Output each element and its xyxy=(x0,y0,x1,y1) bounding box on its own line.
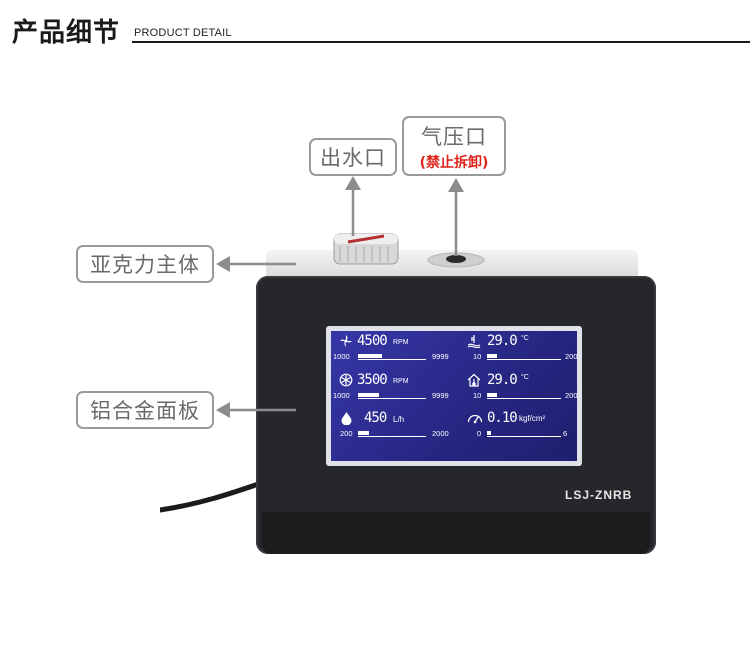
fan-speed-value: 4500 xyxy=(357,333,388,349)
fan-icon xyxy=(340,335,352,347)
device-stand xyxy=(262,512,650,554)
pressure-value: 0.10 xyxy=(487,410,518,426)
room-temp-icon xyxy=(467,373,481,387)
water-temp-unit: °C xyxy=(521,335,529,342)
page-subtitle: PRODUCT DETAIL xyxy=(134,27,232,39)
outlet-arrow-icon xyxy=(345,176,361,190)
callout-outlet-label: 出水口 xyxy=(320,146,386,170)
pressure-bar xyxy=(487,431,491,435)
fan-speed-bar xyxy=(358,354,382,358)
header-divider xyxy=(132,41,750,43)
room-temp-max: 200 xyxy=(565,391,578,400)
pressure-track xyxy=(487,436,561,437)
pump-speed-value: 3500 xyxy=(357,372,388,388)
callout-aluminum-panel: 铝合金面板 xyxy=(76,391,214,429)
pump-icon xyxy=(339,373,353,387)
water-temp-value: 29.0 xyxy=(487,333,518,349)
pressure-min: 0 xyxy=(477,429,482,438)
water-temp-min: 10 xyxy=(473,352,482,361)
model-label: LSJ-ZNRB xyxy=(565,488,633,502)
pressure-max: 6 xyxy=(563,429,568,438)
callout-outlet: 出水口 xyxy=(309,138,397,176)
pressure-unit: kgf/cm² xyxy=(519,414,546,423)
callout-acrylic-label: 亚克力主体 xyxy=(90,253,200,277)
room-temp-unit: °C xyxy=(521,374,529,381)
room-temp-value: 29.0 xyxy=(487,372,518,388)
water-temp-max: 200 xyxy=(565,352,578,361)
callout-aluminum-label: 铝合金面板 xyxy=(90,399,200,423)
flow-min: 200 xyxy=(340,429,353,438)
fan-speed-min: 1000 xyxy=(333,352,350,361)
aluminum-arrow-icon xyxy=(216,402,230,418)
water-temp-icon xyxy=(467,335,481,348)
water-drop-icon xyxy=(341,412,352,425)
fan-speed-max: 9999 xyxy=(432,352,449,361)
fittings xyxy=(333,233,485,268)
water-temp-bar xyxy=(487,354,497,358)
pump-speed-unit: RPM xyxy=(393,378,409,385)
flow-value: 450 xyxy=(364,410,387,426)
gauge-icon xyxy=(467,414,483,424)
pump-speed-max: 9999 xyxy=(432,391,449,400)
pump-speed-bar xyxy=(358,393,379,397)
lcd-readouts: 4500 RPM 1000 9999 29.0 °C 10 200 3500 R… xyxy=(331,331,578,461)
flow-max: 2000 xyxy=(432,429,449,438)
fan-speed-unit: RPM xyxy=(393,339,409,346)
room-temp-bar xyxy=(487,393,497,397)
room-temp-min: 10 xyxy=(473,391,482,400)
callout-pressure-label: 气压口 xyxy=(421,124,487,149)
callout-acrylic-body: 亚克力主体 xyxy=(76,245,214,283)
flow-bar xyxy=(358,431,369,435)
flow-unit: L/h xyxy=(393,415,405,424)
callout-pressure-port: 气压口 (禁止拆卸) xyxy=(402,116,506,176)
flow-track xyxy=(358,436,426,437)
acrylic-arrow-icon xyxy=(216,256,230,272)
fan-speed-track xyxy=(358,359,426,360)
pressure-arrow-icon xyxy=(448,178,464,192)
pump-speed-track xyxy=(358,398,426,399)
callout-pressure-warning: (禁止拆卸) xyxy=(419,154,489,171)
page-title: 产品细节 xyxy=(12,18,121,48)
outlet-fitting-icon xyxy=(333,233,399,265)
pump-speed-min: 1000 xyxy=(333,391,350,400)
water-temp-track xyxy=(487,359,561,360)
room-temp-track xyxy=(487,398,561,399)
